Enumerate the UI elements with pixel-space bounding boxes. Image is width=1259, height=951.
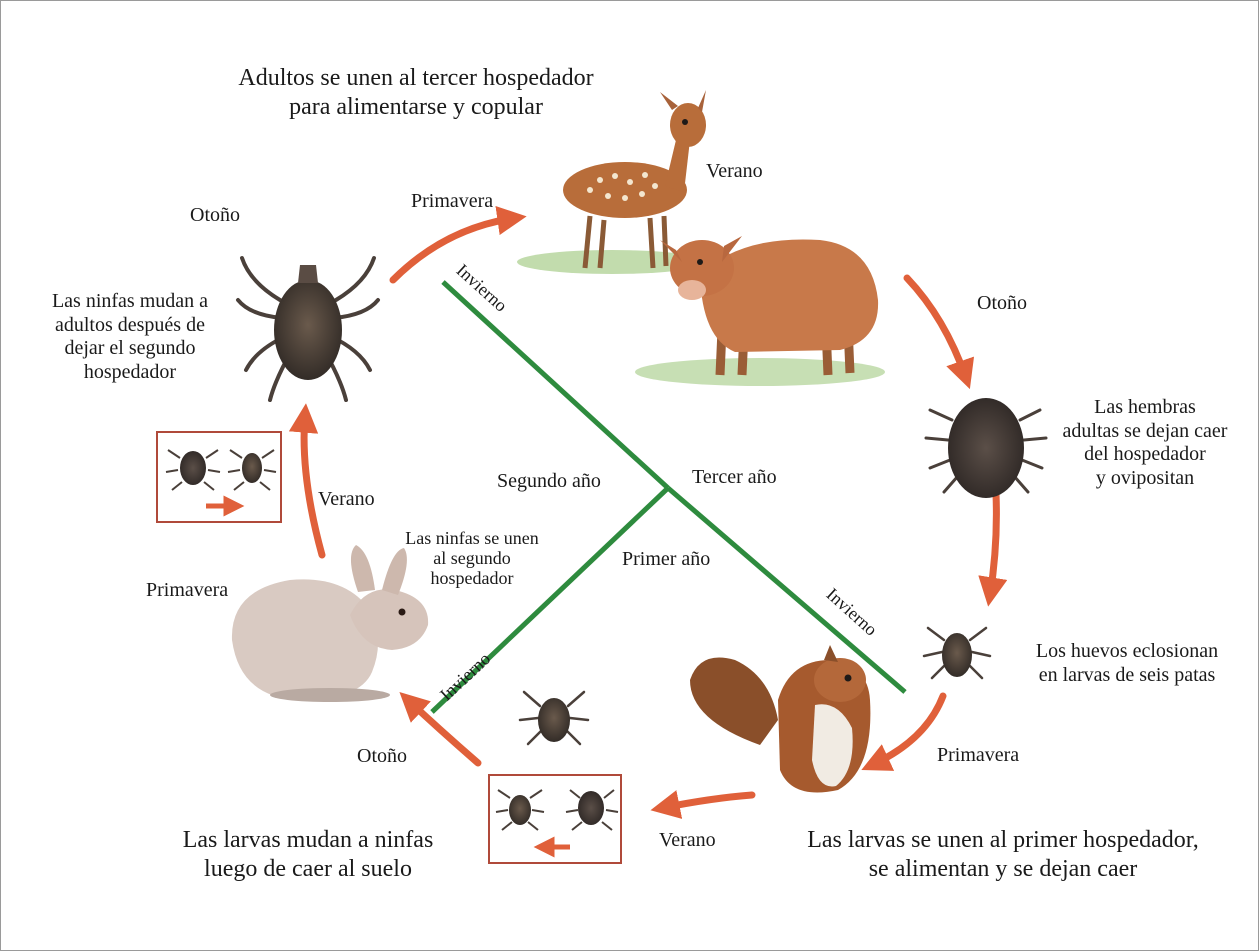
caption-larvae-molt-line1: Las larvas mudan a ninfas (148, 826, 468, 855)
winter-line-upper (443, 282, 668, 488)
calf-icon (635, 236, 885, 386)
caption-eggs-hatch-line1: Los huevos eclosionan (996, 640, 1258, 664)
arrow-egg-to-squirrel (872, 696, 943, 765)
adult-tick-icon (238, 258, 378, 400)
season-verano-left: Verano (318, 488, 375, 512)
caption-nymph-attach: Las ninfas se unen al segundo hospedador (382, 528, 562, 588)
caption-nymph-attach-line3: hospedador (382, 568, 562, 588)
season-primavera-bottom-right: Primavera (937, 744, 1019, 768)
year-label-second: Segundo año (497, 470, 601, 494)
season-primavera-top: Primavera (411, 190, 493, 214)
caption-adult-attach: Adultos se unen al tercer hospedador par… (176, 64, 656, 123)
caption-females-drop-line4: y ovipositan (1040, 467, 1250, 491)
caption-eggs-hatch: Los huevos eclosionan en larvas de seis … (996, 640, 1258, 687)
caption-larvae-attach-line2: se alimentan y se dejan caer (768, 855, 1238, 884)
caption-larvae-attach: Las larvas se unen al primer hospedador,… (768, 826, 1238, 885)
caption-females-drop-line2: adultas se dejan caer (1040, 420, 1250, 444)
season-primavera-left: Primavera (146, 579, 228, 603)
caption-females-drop: Las hembras adultas se dejan caer del ho… (1040, 396, 1250, 490)
nymph-tick-icon (520, 692, 588, 744)
year-label-third: Tercer año (692, 466, 777, 490)
caption-females-drop-line1: Las hembras (1040, 396, 1250, 420)
caption-nymph-attach-line1: Las ninfas se unen (382, 528, 562, 548)
molt-box-bottom (489, 775, 621, 863)
caption-nymph-molt: Las ninfas mudan a adultos después de de… (16, 290, 244, 384)
arrow-female-to-egg (990, 494, 996, 595)
caption-larvae-molt: Las larvas mudan a ninfas luego de caer … (148, 826, 468, 885)
arrow-box-to-rabbit (408, 700, 478, 763)
larva-tick-icon (924, 628, 990, 678)
year-label-first: Primer año (622, 548, 710, 572)
season-otono-right: Otoño (977, 292, 1027, 316)
arrow-calf-to-female (907, 278, 966, 378)
season-otono-top-left: Otoño (190, 204, 240, 228)
molt-box-left (157, 432, 281, 522)
caption-larvae-attach-line1: Las larvas se unen al primer hospedador, (768, 826, 1238, 855)
caption-eggs-hatch-line2: en larvas de seis patas (996, 664, 1258, 688)
caption-nymph-molt-line4: hospedador (16, 361, 244, 385)
arrow-squirrel-to-box (662, 795, 752, 808)
squirrel-icon (690, 645, 870, 793)
arrow-rabbit-to-nymph (304, 415, 322, 555)
engorged-female-tick-icon (926, 398, 1046, 498)
caption-females-drop-line3: del hospedador (1040, 443, 1250, 467)
caption-nymph-attach-line2: al segundo (382, 548, 562, 568)
caption-nymph-molt-line1: Las ninfas mudan a (16, 290, 244, 314)
caption-adult-attach-line2: para alimentarse y copular (176, 93, 656, 122)
caption-nymph-molt-line2: adultos después de (16, 314, 244, 338)
caption-nymph-molt-line3: dejar el segundo (16, 337, 244, 361)
season-verano-top-right: Verano (706, 160, 763, 184)
season-otono-bottom-left: Otoño (357, 745, 407, 769)
cycle-arrows (304, 218, 996, 808)
season-verano-bottom: Verano (659, 829, 716, 853)
arrow-nymph-to-deer (393, 218, 515, 280)
caption-adult-attach-line1: Adultos se unen al tercer hospedador (176, 64, 656, 93)
caption-larvae-molt-line2: luego de caer al suelo (148, 855, 468, 884)
